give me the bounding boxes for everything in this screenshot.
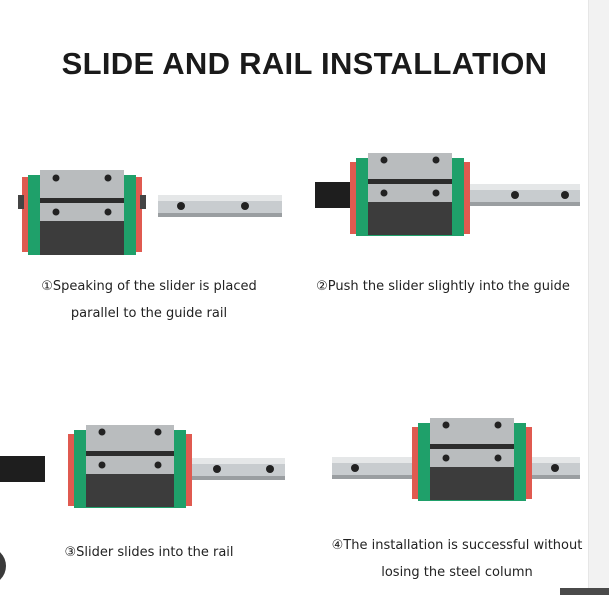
caption-step-3-line1: ③Slider slides into the rail [64,545,234,560]
illustration-step-4 [332,418,580,501]
guide-rail [158,195,282,217]
caption-step-4-line1: ④The installation is successful without [331,538,583,553]
slider-block [18,170,146,255]
slider-block [68,425,192,508]
illustration-step-2 [315,153,580,236]
illustration-step-1 [18,170,282,255]
slider-block [350,153,470,236]
left-edge-nav-button[interactable] [0,547,6,585]
right-scroll-strip [588,0,609,595]
slider-block [412,418,532,501]
caption-step-4: ④The installation is successful without … [322,532,592,586]
page-title: SLIDE AND RAIL INSTALLATION [61,46,548,81]
caption-step-2-line1: ②Push the slider slightly into the guide [316,279,570,294]
caption-step-1-line2: parallel to the guide rail [70,306,228,321]
caption-step-4-line2: losing the steel column [381,565,533,580]
caption-step-1: ①Speaking of the slider is placed parall… [14,273,284,327]
illustration-step-3 [0,425,285,508]
corner-tab[interactable] [560,588,609,595]
caption-step-3: ③Slider slides into the rail [14,539,284,566]
caption-step-2: ②Push the slider slightly into the guide [308,273,578,300]
guide-rail [315,182,580,208]
caption-step-1-line1: ①Speaking of the slider is placed [41,279,257,294]
guide-rail [0,456,285,482]
